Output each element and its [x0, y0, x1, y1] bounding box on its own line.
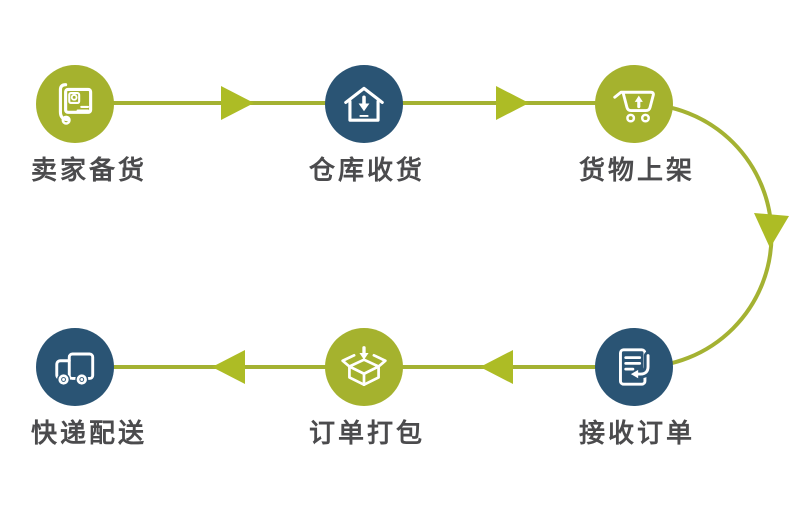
warehouse-receive-icon — [344, 86, 384, 122]
step-circle — [595, 65, 673, 143]
step-node-goods-shelving: 货物上架 — [554, 65, 714, 185]
step-circle — [325, 328, 403, 406]
step-label: 接收订单 — [578, 418, 695, 448]
arrow-left-icon — [480, 350, 513, 384]
step-label: 仓库收货 — [308, 155, 425, 185]
step-label: 卖家备货 — [30, 155, 147, 185]
step-node-order-receive: 接收订单 — [554, 328, 714, 448]
step-circle — [36, 65, 114, 143]
step-node-seller-prep: 卖家备货 — [0, 65, 155, 185]
truck-delivery-icon — [55, 352, 95, 386]
step-node-order-pack: 订单打包 — [284, 328, 444, 448]
step-node-express-delivery: 快递配送 — [0, 328, 155, 448]
step-circle — [36, 328, 114, 406]
step-label: 货物上架 — [578, 155, 695, 185]
cart-shelve-icon — [613, 90, 655, 123]
arrow-right-icon — [496, 86, 529, 120]
arrow-down-icon — [754, 213, 789, 248]
step-node-warehouse-receive: 仓库收货 — [284, 65, 444, 185]
step-circle — [595, 328, 673, 406]
order-receive-icon — [619, 348, 653, 386]
step-label: 订单打包 — [308, 418, 425, 448]
arrow-right-icon — [221, 86, 254, 120]
step-label: 快递配送 — [30, 418, 147, 448]
hand-truck-icon — [58, 83, 93, 125]
arrow-left-icon — [212, 350, 245, 384]
step-circle — [325, 65, 403, 143]
box-pack-icon — [341, 346, 387, 387]
